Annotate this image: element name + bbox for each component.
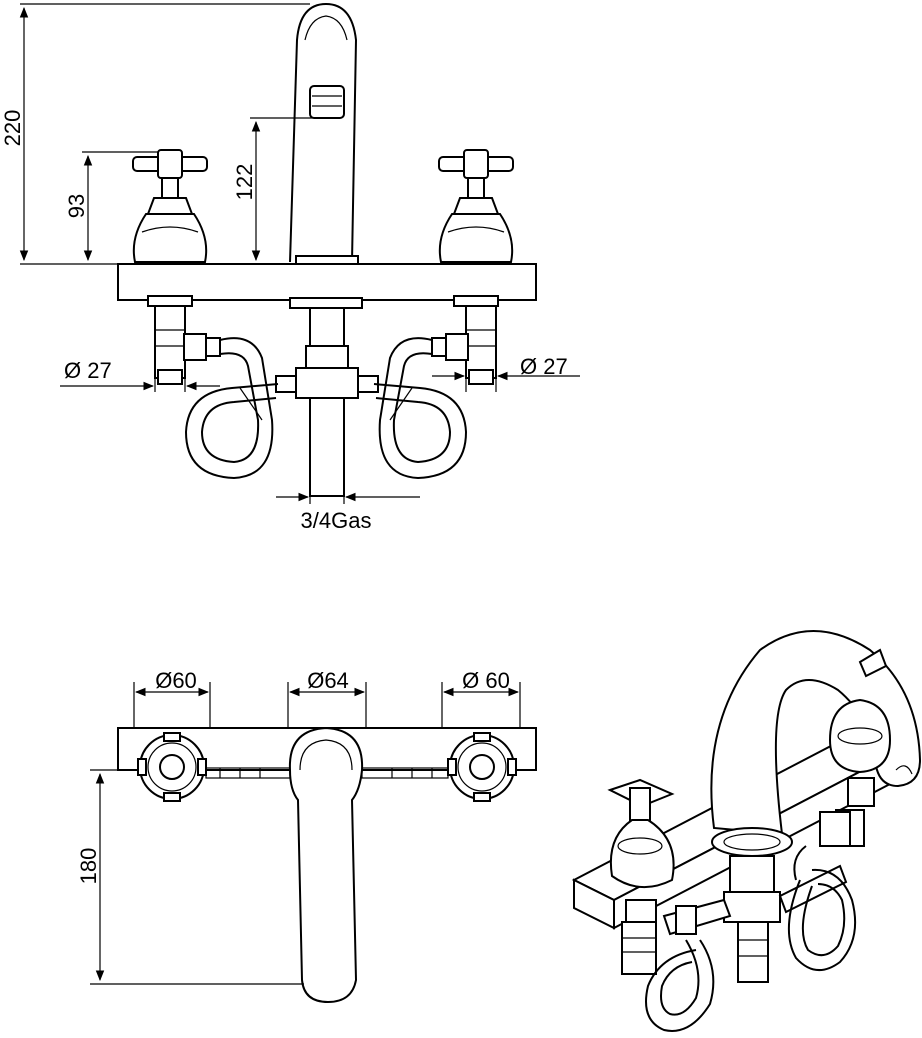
iso-left-hose-loop	[645, 898, 732, 1032]
label-outlet-thread: 3/4Gas	[301, 508, 372, 533]
label-93: 93	[64, 194, 89, 218]
right-valve-body	[453, 295, 499, 385]
left-handle-top	[137, 732, 207, 802]
iso-spout	[710, 630, 922, 857]
deck-plate	[117, 263, 537, 301]
dim-right-handle-dia: Ø 60	[441, 668, 521, 728]
label-122: 122	[232, 164, 257, 201]
label-left-dia-27: Ø 27	[64, 358, 112, 383]
dim-spout-height: 122	[232, 117, 320, 262]
dim-right-pipe-dia: Ø 27	[432, 354, 580, 392]
dim-left-pipe-dia: Ø 27	[60, 358, 220, 392]
top-view: Ø60 Ø64 Ø 60 180	[76, 668, 537, 1004]
dim-left-handle-dia: Ø60	[133, 668, 211, 728]
label-left-handle-dia: Ø60	[155, 668, 197, 693]
spout-top	[288, 726, 364, 1004]
label-180: 180	[76, 848, 101, 885]
dim-spout-reach: 180	[76, 769, 304, 985]
label-220: 220	[0, 110, 25, 147]
iso-central-body	[723, 855, 781, 983]
dim-total-height: 220	[0, 3, 310, 265]
left-cross-handle	[132, 149, 208, 263]
right-handle-top	[447, 732, 517, 802]
isometric-view	[571, 630, 922, 1032]
label-right-handle-dia: Ø 60	[462, 668, 510, 693]
label-right-dia-27: Ø 27	[520, 354, 568, 379]
right-flexible-hose	[373, 333, 469, 480]
iso-front-cross-handle	[607, 778, 675, 975]
dim-outlet-thread: 3/4Gas	[276, 492, 420, 533]
left-flexible-hose	[183, 333, 279, 480]
central-mixer-body	[275, 297, 379, 497]
dim-handle-height: 93	[64, 151, 158, 262]
left-valve-body	[147, 295, 193, 385]
dim-spout-base-dia: Ø64	[287, 668, 367, 728]
front-view: 220 93 122 Ø 27 Ø 27	[0, 2, 580, 533]
right-cross-handle	[438, 149, 514, 263]
iso-right-hose-loop	[778, 811, 857, 971]
spout	[289, 2, 359, 265]
label-spout-base-dia: Ø64	[307, 668, 349, 693]
